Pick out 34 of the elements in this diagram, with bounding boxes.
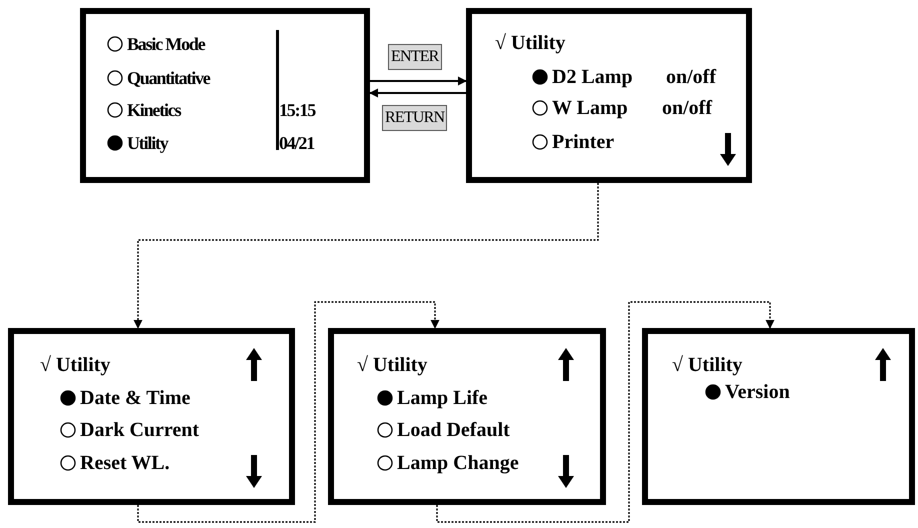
menu-item: W Lamp (552, 96, 628, 120)
menu-item: Quantitative (127, 67, 210, 90)
clock-time: 15:15 (279, 99, 315, 122)
menu-item: Dark Current (80, 418, 200, 442)
edge-label: RETURN (382, 105, 448, 131)
edge-label: ENTER (388, 44, 442, 70)
menu-title: √ Utility (40, 353, 110, 377)
menu-item: D2 Lamp (552, 65, 633, 89)
status-text: on/off (666, 65, 716, 89)
screen-panel (466, 8, 752, 183)
screen-panel (8, 328, 295, 505)
dotted-arrow (436, 301, 774, 523)
menu-item: Lamp Change (397, 451, 519, 475)
menu-item: Lamp Life (397, 386, 488, 410)
menu-item: Reset WL. (80, 451, 170, 475)
menu-item: Version (725, 380, 790, 404)
status-text: on/off (662, 96, 712, 120)
menu-item: Basic Mode (127, 33, 204, 56)
menu-title: √ Utility (672, 353, 742, 377)
screen-panel (328, 328, 606, 505)
arrow (370, 76, 467, 86)
menu-item: Printer (552, 130, 614, 154)
screen-panel (80, 8, 370, 183)
dotted-arrow (137, 301, 440, 523)
menu-item: Kinetics (127, 99, 180, 122)
screen-panel (642, 328, 915, 505)
menu-title: √ Utility (357, 353, 428, 377)
arrow (369, 88, 466, 98)
menu-item: Utility (127, 132, 168, 155)
menu-item: Date & Time (80, 386, 190, 410)
dotted-arrow (134, 183, 599, 329)
date-text: 04/21 (279, 132, 314, 155)
menu-title: √ Utility (495, 31, 566, 55)
menu-item: Load Default (397, 418, 510, 442)
